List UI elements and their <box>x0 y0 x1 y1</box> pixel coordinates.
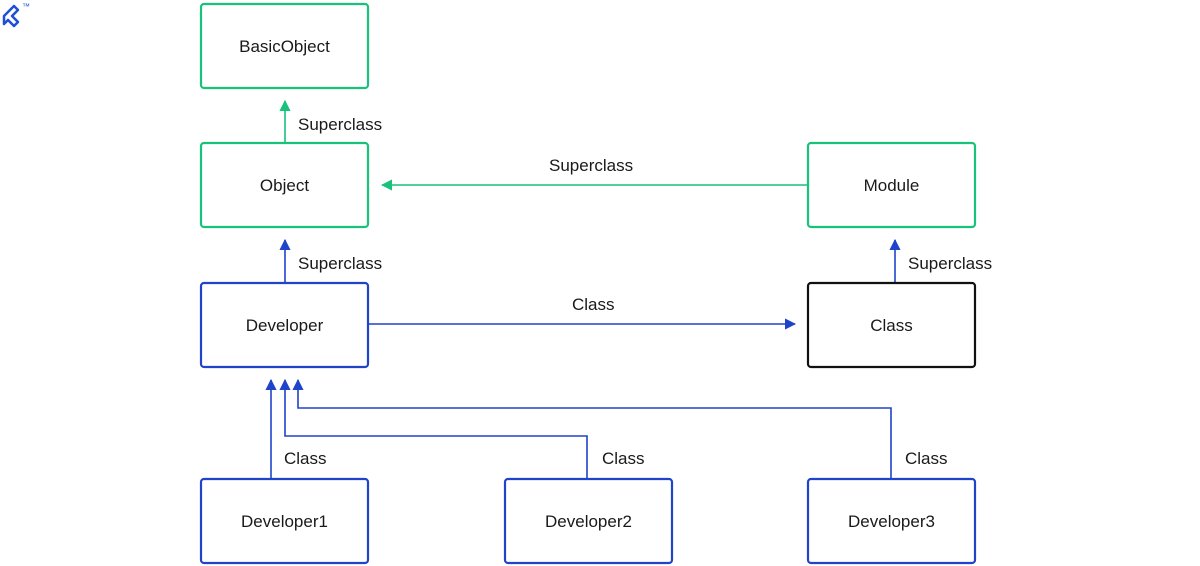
edge-label-developer-object: Superclass <box>298 254 382 273</box>
node-developer2: Developer2 <box>503 477 674 565</box>
node-object: Object <box>199 141 370 229</box>
edge-label-class-module: Superclass <box>908 254 992 273</box>
node-developer3: Developer3 <box>806 477 977 565</box>
node-developer: Developer <box>199 281 370 369</box>
node-developer1: Developer1 <box>199 477 370 565</box>
node-label-module: Module <box>864 176 920 195</box>
node-basicobject: BasicObject <box>199 2 370 90</box>
node-label-developer2: Developer2 <box>545 512 632 531</box>
edge-developer2-developer <box>279 378 588 478</box>
node-label-class: Class <box>870 316 913 335</box>
node-label-developer: Developer <box>246 316 324 335</box>
edges: Superclass Superclass Superclass Supercl… <box>265 99 992 478</box>
node-class: Class <box>806 281 977 369</box>
node-module: Module <box>806 141 977 229</box>
edge-label-developer-class: Class <box>572 295 615 314</box>
node-label-developer3: Developer3 <box>848 512 935 531</box>
nodes: BasicObject Object Module Developer Clas… <box>199 2 977 565</box>
edge-label-developer3-developer: Class <box>905 449 948 468</box>
edge-label-developer2-developer: Class <box>602 449 645 468</box>
edge-label-module-object: Superclass <box>549 156 633 175</box>
toptal-logo-icon: ™ <box>2 2 30 28</box>
node-label-object: Object <box>260 176 309 195</box>
edge-label-developer1-developer: Class <box>284 449 327 468</box>
node-label-developer1: Developer1 <box>241 512 328 531</box>
edge-label-object-basicobject: Superclass <box>298 115 382 134</box>
node-label-basicobject: BasicObject <box>239 37 330 56</box>
edge-developer3-developer <box>292 378 892 478</box>
trademark-mark: ™ <box>22 2 30 11</box>
